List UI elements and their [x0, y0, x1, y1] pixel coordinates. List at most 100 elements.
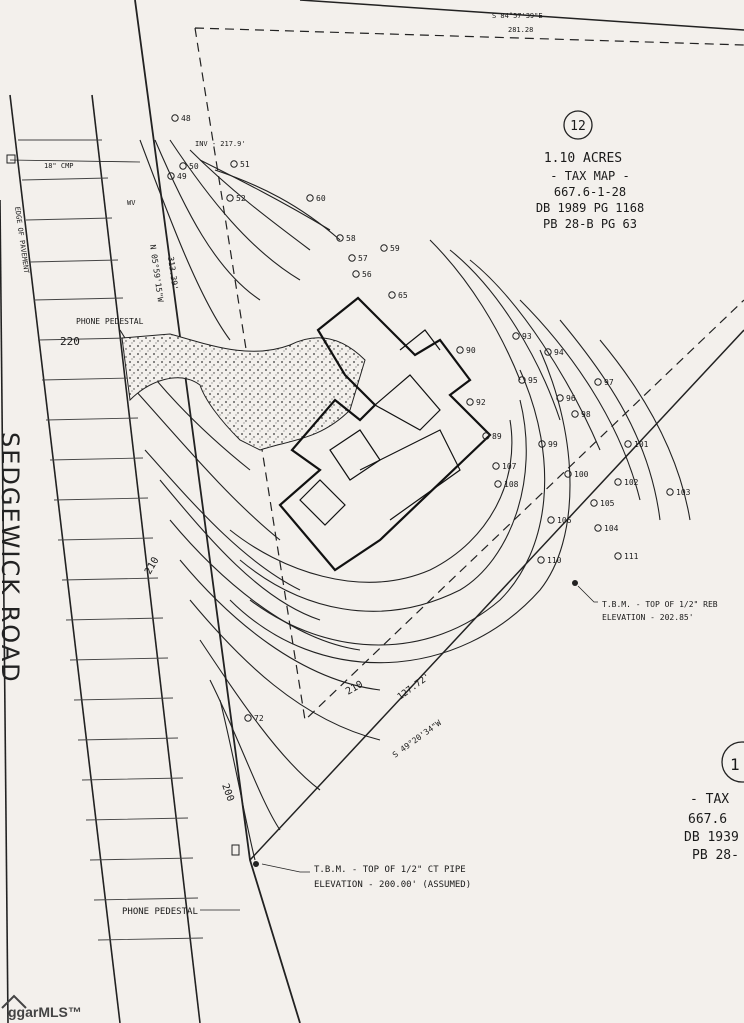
tree-marker-icon — [494, 480, 502, 488]
tax-map-label: - TAX MAP - — [550, 169, 629, 183]
driveway-area — [121, 333, 366, 451]
setback-line — [194, 27, 744, 722]
tree-marker-icon — [388, 291, 396, 299]
lot-number-circle — [563, 110, 593, 140]
tbm-bottom-marker — [253, 861, 259, 867]
south-line-distance: 127.72' — [396, 672, 433, 702]
tree-label: 60 — [316, 194, 326, 203]
tree-marker-icon — [614, 552, 622, 560]
north-boundary: S 84°57'39"E 281.28 — [299, 0, 744, 34]
tree-marker-icon — [348, 254, 356, 262]
mls-watermark: ggarMLS™ — [1, 994, 82, 1020]
west-boundary-line — [134, 0, 301, 1023]
tree-label: 65 — [398, 291, 408, 300]
tree-label: 56 — [362, 270, 372, 279]
tree-marker-icon — [590, 499, 598, 507]
tree-label: 105 — [600, 499, 615, 508]
tree-marker-icon — [244, 714, 252, 722]
adjacent-plat-book: PB 28- — [692, 848, 739, 863]
tree-marker-icon — [544, 348, 552, 356]
tree-label: 103 — [676, 488, 691, 497]
tree-label: 97 — [604, 378, 614, 387]
road-hatching — [18, 139, 204, 941]
tree-marker-icon — [556, 394, 564, 402]
phone-pedestal-marker — [231, 844, 240, 856]
tree-marker-icon — [380, 244, 388, 252]
plat-book: PB 28-B PG 63 — [543, 217, 637, 231]
tree-marker-icon — [456, 346, 464, 354]
tree-marker-icon — [230, 160, 238, 168]
tree-label: 50 — [189, 162, 199, 171]
water-valve-label: WV — [127, 199, 136, 207]
tree-label: 59 — [390, 244, 400, 253]
north-distance-label: 281.28 — [508, 26, 533, 34]
tbm-bottom-line1: T.B.M. - TOP OF 1/2" CT PIPE — [314, 865, 466, 875]
tree-label: 108 — [504, 480, 519, 489]
inv-label: INV - 217.9' — [195, 140, 246, 148]
tree-label: 89 — [492, 432, 502, 441]
lot-12-annotation: 12 1.10 ACRES - TAX MAP - 667.6-1-28 DB … — [536, 110, 644, 231]
tree-marker-icon — [336, 234, 344, 242]
tree-marker-icon — [624, 440, 632, 448]
tree-label: 57 — [358, 254, 368, 263]
cmp-pipe — [9, 159, 141, 163]
house-footprint — [278, 296, 492, 572]
tree-marker-icon — [666, 488, 674, 496]
east-boundary-line — [249, 329, 744, 861]
tree-label: 101 — [634, 440, 649, 449]
tree-label: 52 — [236, 194, 246, 203]
tree-marker-icon — [538, 440, 546, 448]
tree-label: 72 — [254, 714, 264, 723]
tree-label: 102 — [624, 478, 639, 487]
tree-marker-icon — [614, 478, 622, 486]
watermark-text: ggarMLS™ — [8, 1004, 82, 1020]
tree-label: 107 — [502, 462, 517, 471]
tbm-bottom-line2: ELEVATION - 200.00' (ASSUMED) — [314, 880, 471, 890]
tree-marker-icon — [167, 172, 175, 180]
contour-200-label: 200 — [219, 782, 236, 803]
house-logo-icon — [1, 994, 27, 1009]
tree-marker-icon — [466, 398, 474, 406]
tree-marker-icon — [352, 270, 360, 278]
tree-label: 94 — [554, 348, 564, 357]
tbm-bottom: T.B.M. - TOP OF 1/2" CT PIPE ELEVATION -… — [253, 861, 471, 890]
lot-number: 12 — [570, 119, 586, 134]
tree-label: 48 — [181, 114, 191, 123]
tree-label: 100 — [574, 470, 589, 479]
deed-book: DB 1989 PG 1168 — [536, 201, 644, 215]
tree-label: 111 — [624, 552, 639, 561]
tree-marker-icon — [571, 410, 579, 418]
north-bearing-label: S 84°57'39"E — [492, 12, 543, 20]
tree-marker-icon — [594, 378, 602, 386]
tree-label: 90 — [466, 346, 476, 355]
road-name: SEDGEWICK ROAD — [0, 432, 24, 684]
tree-label: 104 — [604, 524, 619, 533]
tree-marker-icon — [537, 556, 545, 564]
adjacent-lot-annotation: 1 - TAX 667.6 DB 1939 PB 28- — [684, 741, 744, 863]
phone-pedestal-bottom-label: PHONE PEDESTAL — [122, 907, 198, 917]
tree-label: 106 — [557, 516, 572, 525]
tbm-right: T.B.M. - TOP OF 1/2" REB ELEVATION - 202… — [572, 580, 718, 622]
tree-label: 99 — [548, 440, 558, 449]
tree-label: 95 — [528, 376, 538, 385]
contour-220-label: 220 — [60, 335, 80, 348]
tree-label: 49 — [177, 172, 187, 181]
tree-marker-icon — [306, 194, 314, 202]
cmp-label: 18" CMP — [44, 162, 74, 170]
tree-marker-icon — [492, 462, 500, 470]
tbm-right-line1: T.B.M. - TOP OF 1/2" REB — [602, 600, 718, 609]
tree-marker-icon — [482, 432, 490, 440]
road-lines — [0, 94, 201, 1023]
tree-marker-icon — [171, 114, 179, 122]
adjacent-tax-label: - TAX — [690, 792, 729, 807]
tbm-right-line2: ELEVATION - 202.85' — [602, 613, 694, 622]
tbm-right-marker — [572, 580, 578, 586]
adjacent-lot-number: 1 — [730, 755, 740, 774]
adjacent-lot-circle — [721, 741, 744, 783]
tree-marker-icon — [564, 470, 572, 478]
west-line-distance: 313.39' — [166, 256, 180, 291]
phone-pedestal-top-label: PHONE PEDESTAL — [76, 317, 144, 326]
tree-marker-icon — [179, 162, 187, 170]
